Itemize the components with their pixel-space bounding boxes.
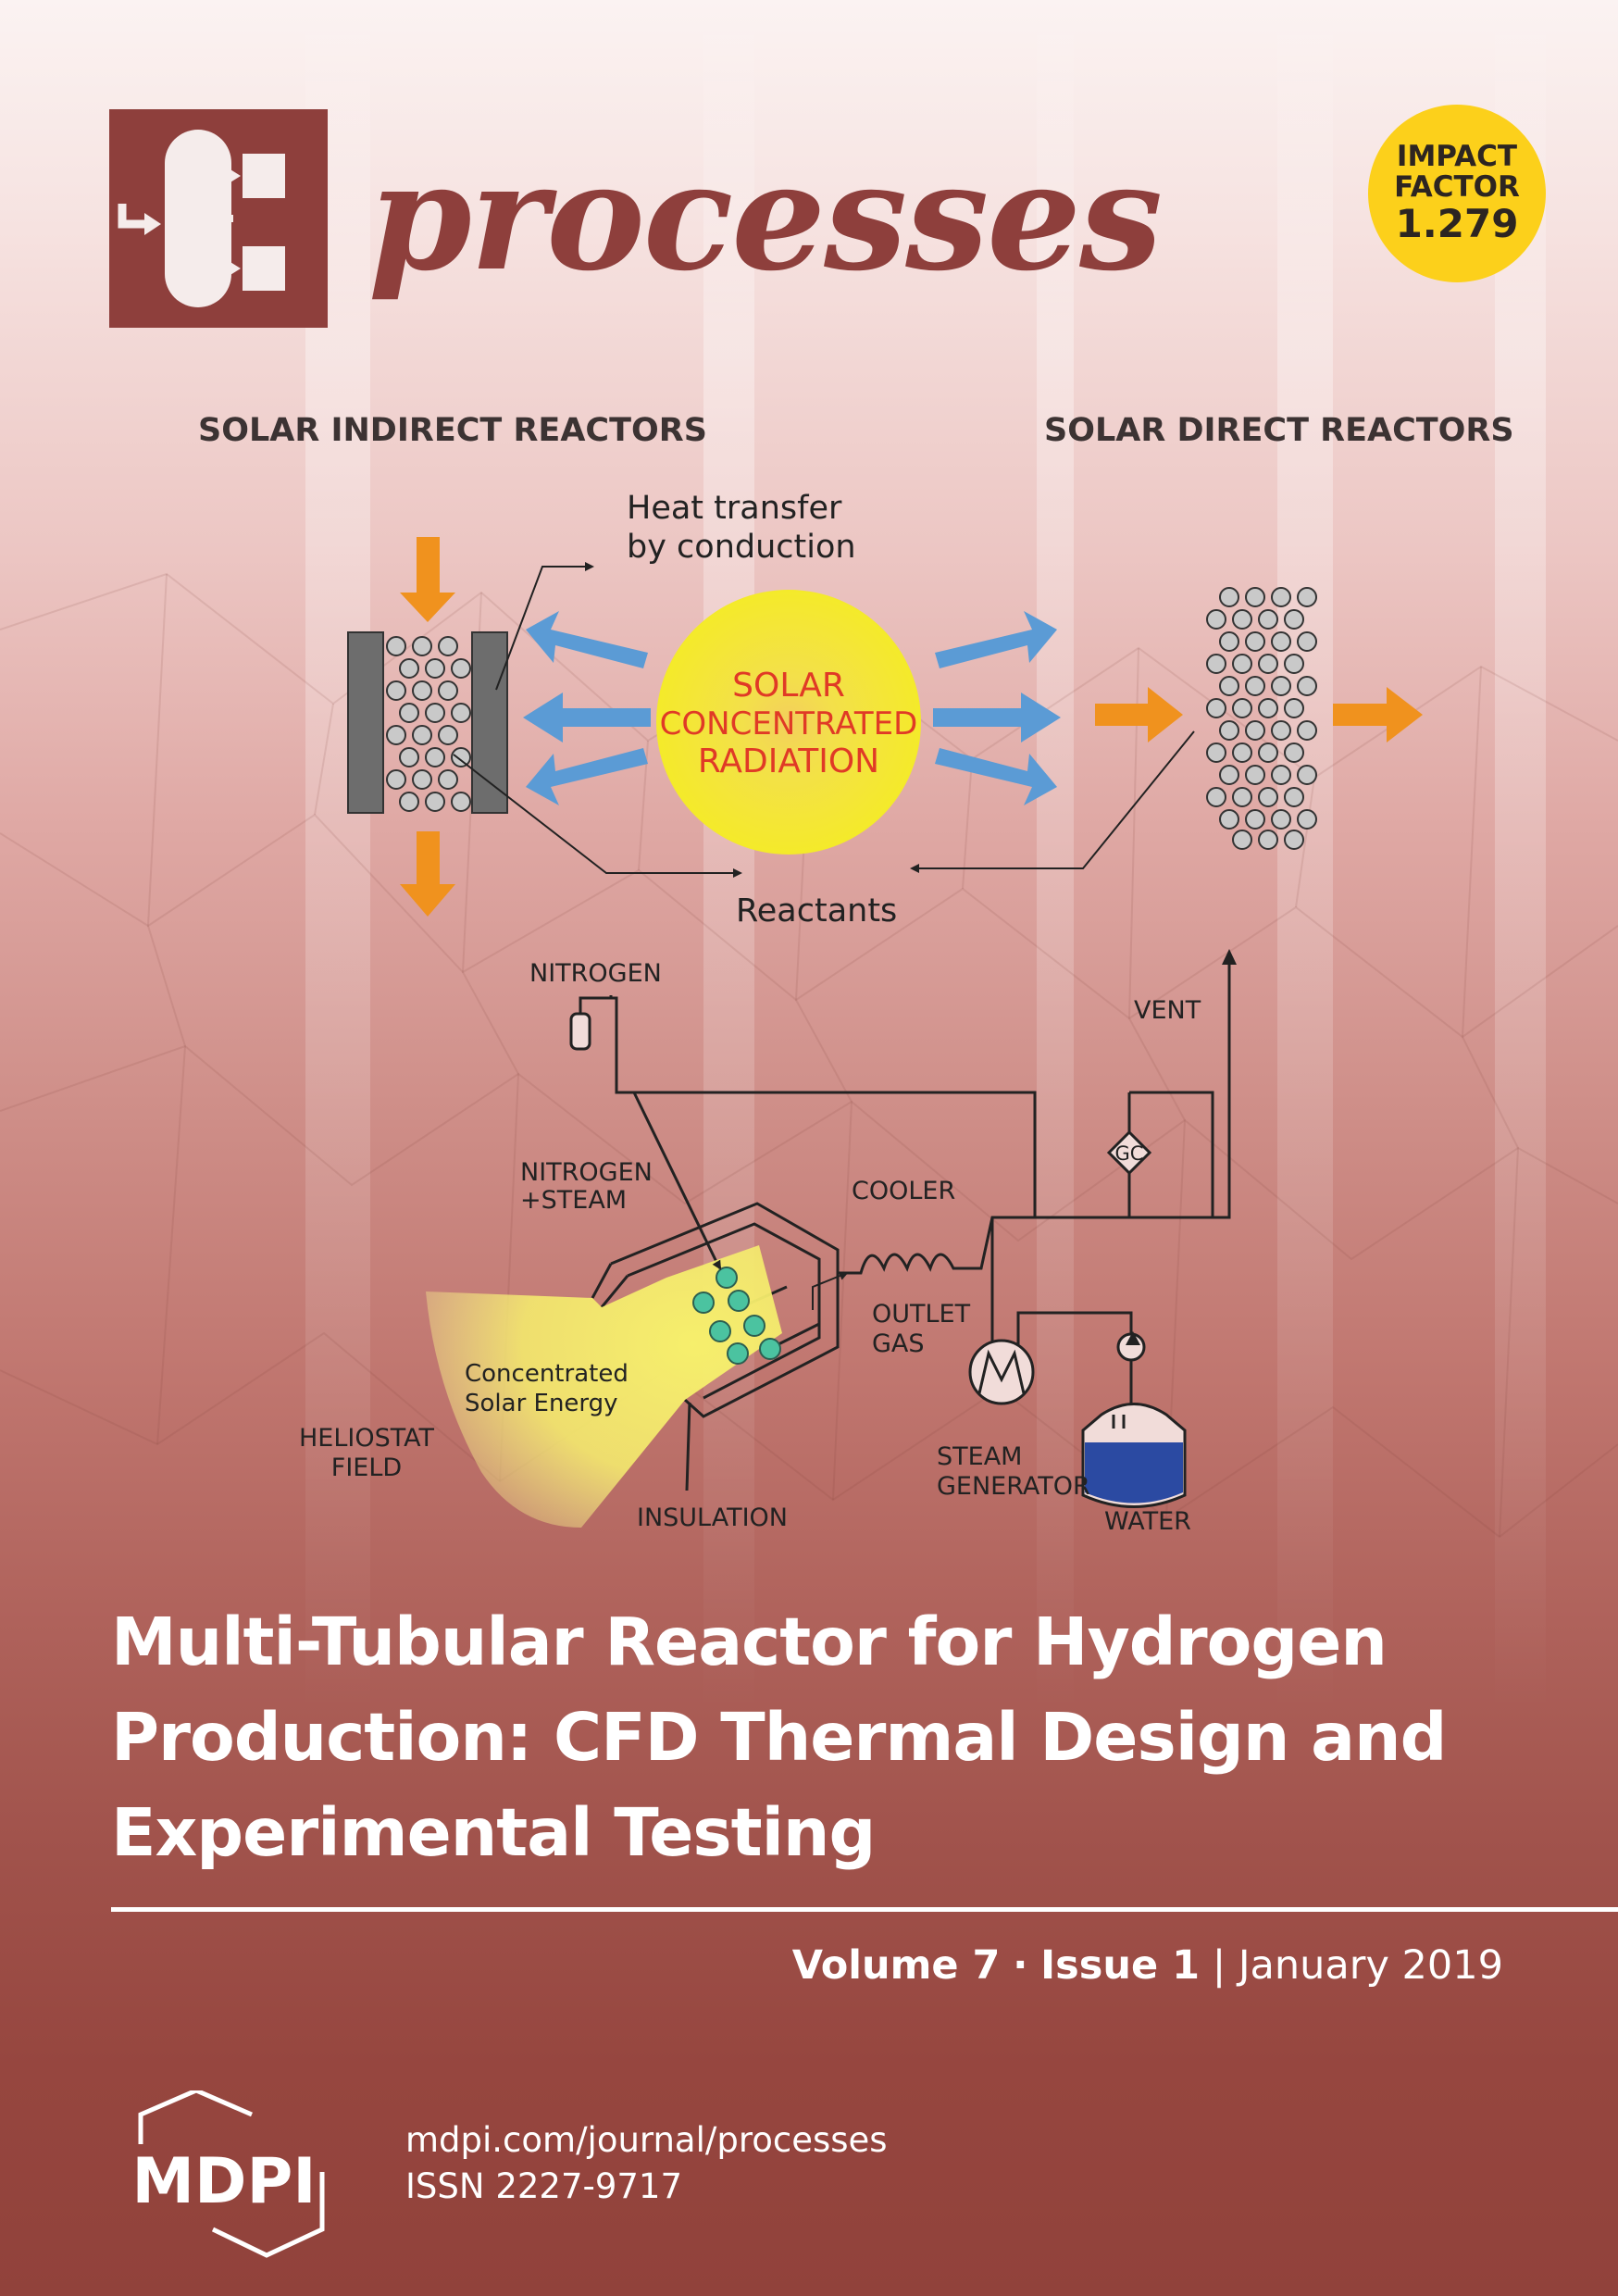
steam-generator-label-2: GENERATOR — [937, 1472, 1090, 1501]
solar-beam — [426, 1245, 782, 1528]
volume-label: Volume 7 — [791, 1942, 1001, 1989]
vent-label: VENT — [1134, 996, 1201, 1025]
issue-separator: · — [1013, 1942, 1028, 1989]
orange-arrow-down-top — [400, 537, 455, 622]
insulation-label: INSULATION — [637, 1504, 788, 1532]
indirect-reactors-heading: SOLAR INDIRECT REACTORS — [198, 412, 707, 449]
nitrogen-steam-label-1: NITROGEN — [520, 1158, 653, 1187]
impact-factor-label-1: IMPACT — [1396, 140, 1518, 173]
concentrated-solar-label-2: Solar Energy — [465, 1390, 618, 1417]
concentrated-solar-label-1: Concentrated — [465, 1360, 629, 1388]
indirect-particles — [386, 636, 471, 812]
reactant-pointer-right — [910, 730, 1195, 873]
water-label: WATER — [1104, 1507, 1191, 1536]
setup-schematic — [569, 955, 1231, 1508]
reactant-pointer-left — [453, 754, 742, 878]
article-title-line-2: Production: CFD Thermal Design and — [111, 1699, 1447, 1776]
nitrogen-label: NITROGEN — [529, 959, 662, 988]
article-title-line-3: Experimental Testing — [111, 1794, 876, 1871]
reactor-particles — [692, 1267, 781, 1365]
solar-radiation-circle — [656, 590, 921, 855]
issue-divider: | — [1212, 1942, 1226, 1989]
cover-figure: Heat transfer by conduction SOLAR CONCEN… — [299, 490, 1423, 1536]
journal-url[interactable]: mdpi.com/journal/processes — [405, 2120, 888, 2160]
processes-logo-icon — [109, 109, 328, 328]
heat-transfer-label-2: by conduction — [627, 529, 856, 566]
blue-arrows-right — [933, 611, 1061, 805]
orange-arrow-down-bottom — [400, 831, 455, 917]
direct-reactor — [1095, 587, 1423, 850]
impact-factor-label-2: FACTOR — [1394, 170, 1520, 204]
article-title-line-1: Multi-Tubular Reactor for Hydrogen — [111, 1603, 1388, 1680]
gc-label: GC — [1115, 1142, 1144, 1165]
mdpi-logo: MDPI — [131, 2090, 325, 2258]
solar-label-2: CONCENTRATED — [660, 705, 918, 742]
steam-generator-label-1: STEAM — [937, 1442, 1022, 1471]
direct-reactors-heading: SOLAR DIRECT REACTORS — [1044, 412, 1514, 449]
issue-info: Volume 7 · Issue 1 | January 2019 — [792, 1942, 1503, 1989]
title-divider — [111, 1907, 1618, 1912]
outlet-gas-label-1: OUTLET — [872, 1300, 971, 1329]
conduction-pointer — [495, 562, 594, 691]
outlet-gas-label-2: GAS — [872, 1329, 925, 1358]
mdpi-logo-text: MDPI — [131, 2145, 316, 2218]
solar-label-3: RADIATION — [698, 742, 879, 780]
solar-label-1: SOLAR — [732, 667, 845, 705]
indirect-reactor — [347, 537, 594, 917]
heliostat-label-1: HELIOSTAT — [299, 1424, 435, 1453]
issn: ISSN 2227-9717 — [405, 2166, 682, 2206]
blue-arrows-left — [523, 611, 651, 805]
issue-date: January 2019 — [1238, 1942, 1503, 1989]
heat-transfer-label-1: Heat transfer — [627, 490, 842, 527]
journal-name: processes — [368, 130, 1163, 304]
heliostat-label-2: FIELD — [331, 1454, 402, 1482]
impact-factor-value: 1.279 — [1395, 201, 1519, 246]
cooler-label: COOLER — [852, 1177, 955, 1205]
article-title: Multi-Tubular Reactor for Hydrogen Produ… — [111, 1594, 1574, 1880]
reactants-label: Reactants — [736, 892, 897, 930]
issue-label: Issue 1 — [1040, 1942, 1201, 1989]
impact-factor-badge: IMPACT FACTOR 1.279 — [1368, 105, 1546, 282]
nitrogen-steam-label-2: +STEAM — [520, 1186, 627, 1215]
